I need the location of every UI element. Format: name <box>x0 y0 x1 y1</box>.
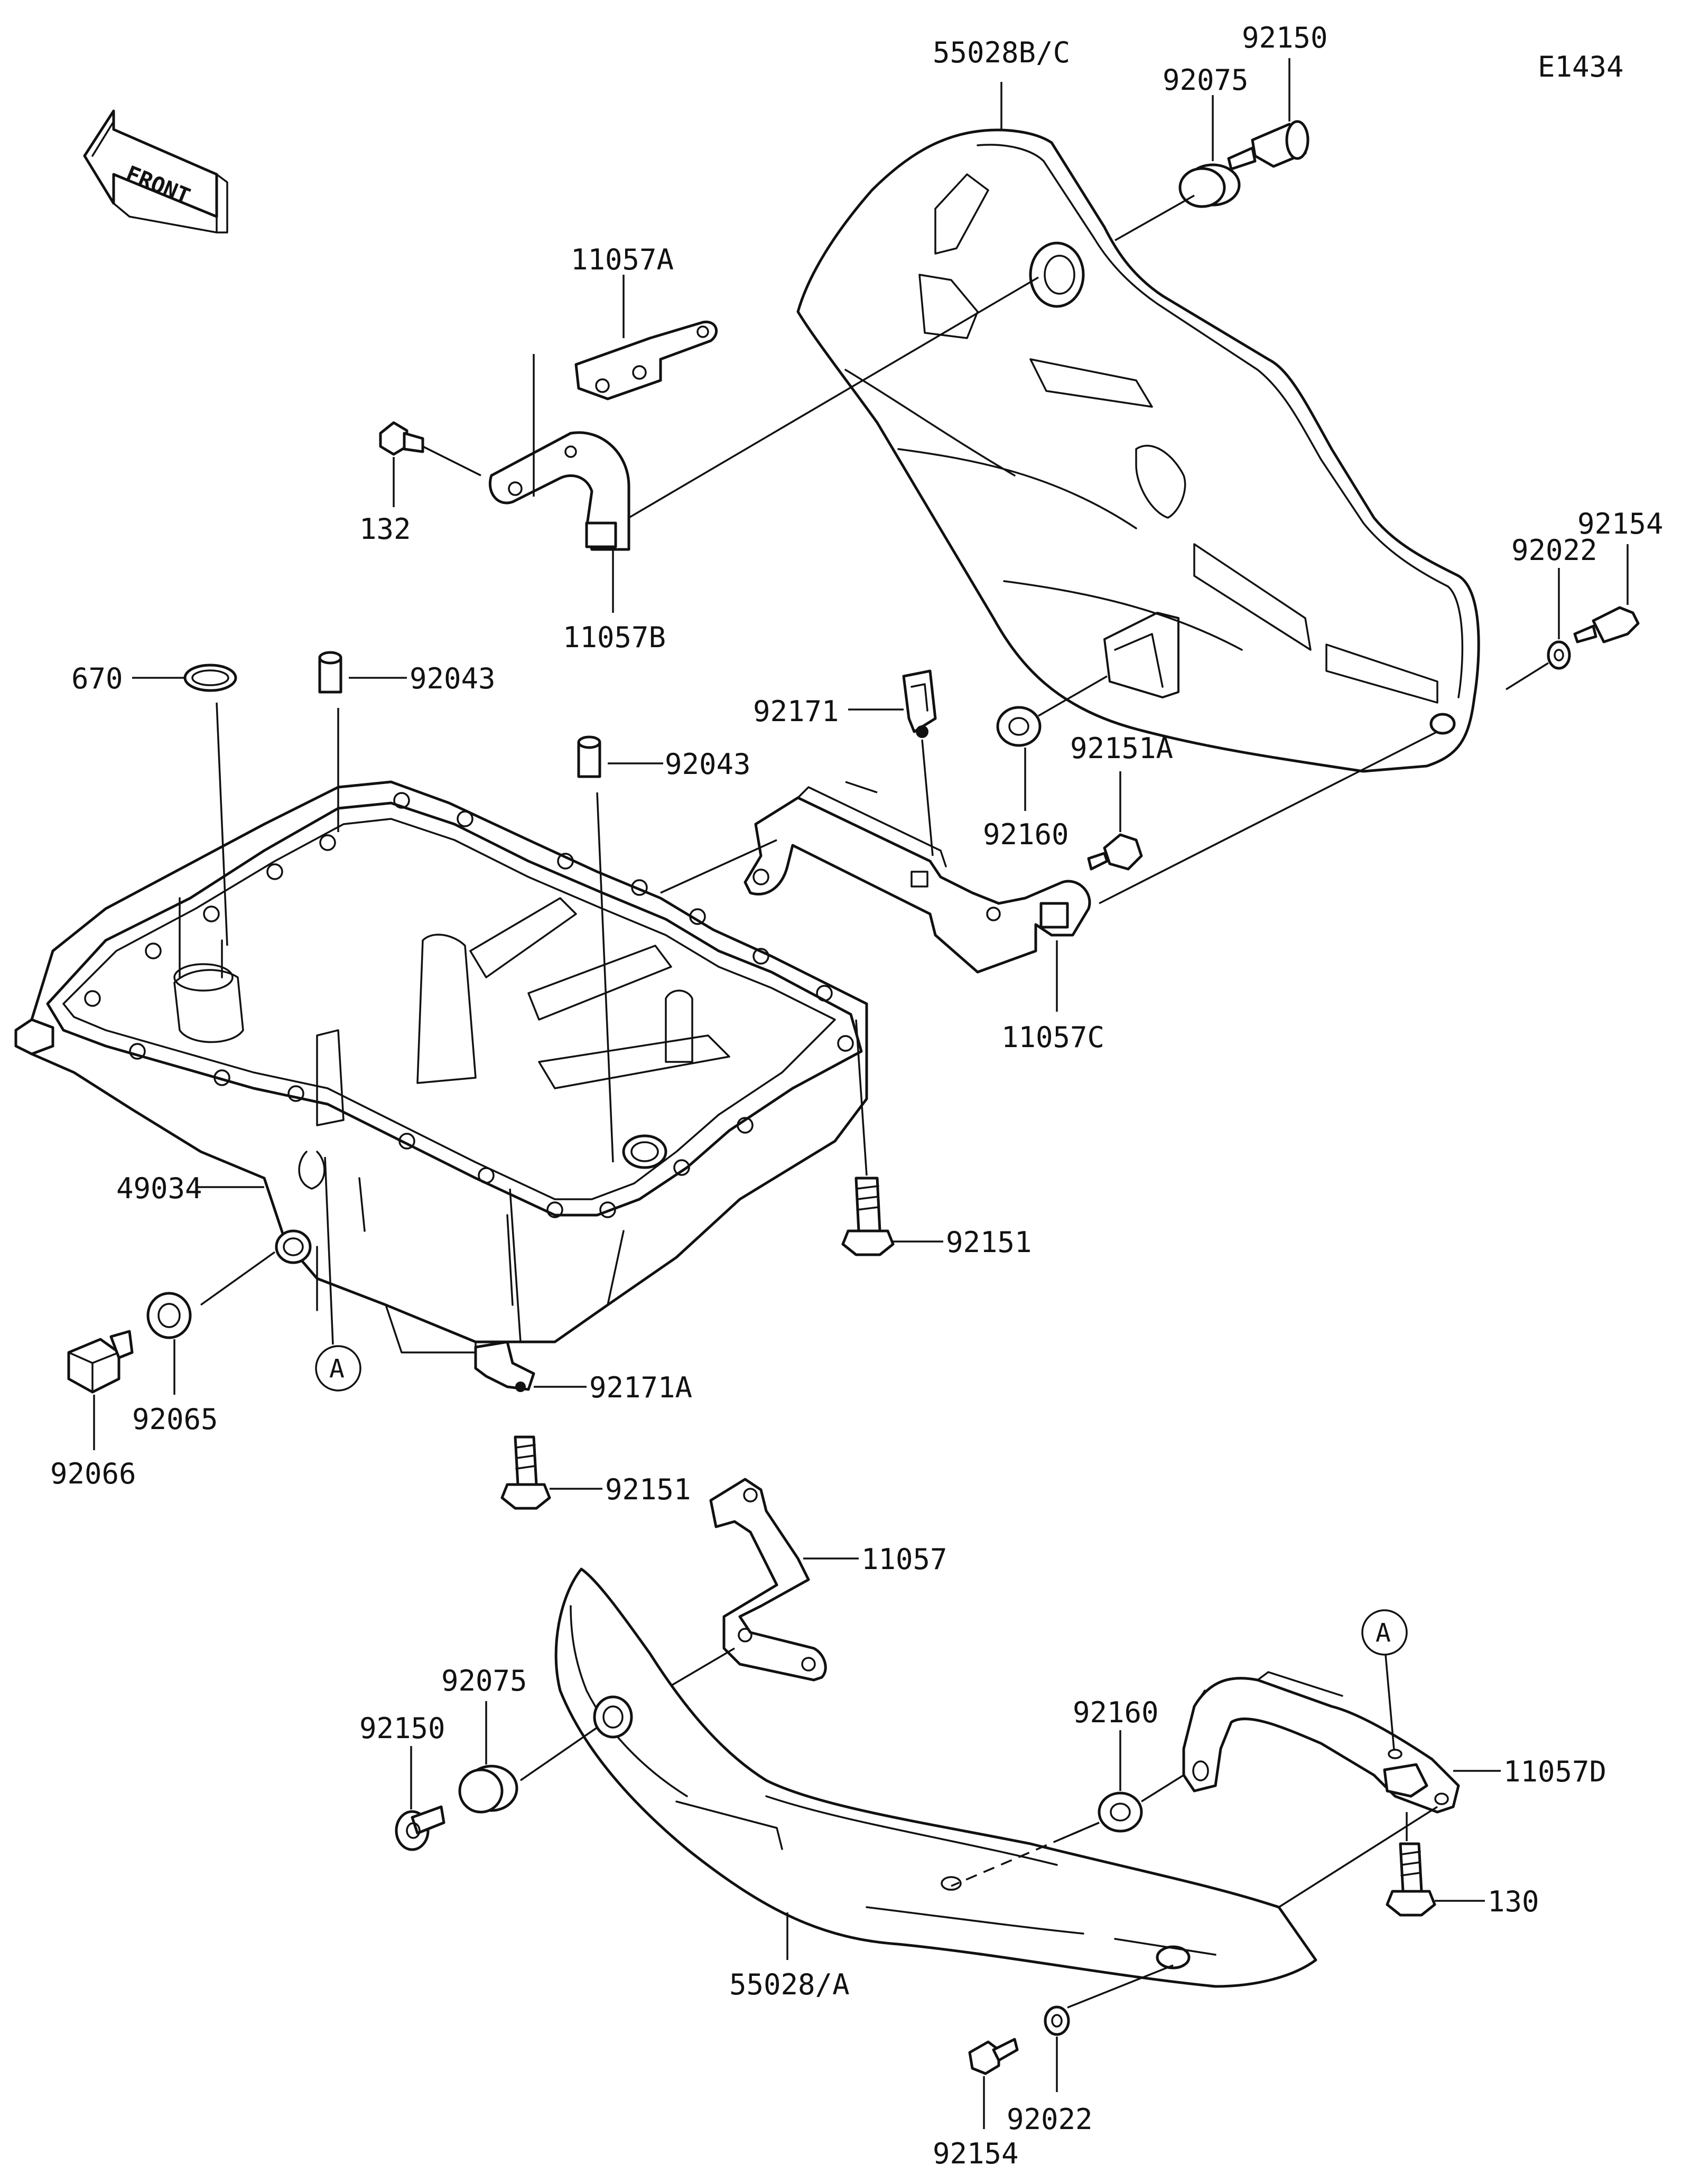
part-label-92160-low: 92160 <box>1073 1696 1159 1729</box>
bracket-11057b <box>488 431 630 551</box>
part-label-92151-low: 92151 <box>605 1473 691 1506</box>
bracket-11057d <box>1182 1671 1460 1814</box>
grommet-92075-low <box>458 1765 518 1814</box>
part-label-92043-left: 92043 <box>410 662 496 695</box>
bolt-92154-low <box>968 2038 1019 2075</box>
front-arrow-icon: FRONT <box>83 109 228 234</box>
bolt-130 <box>1386 1842 1436 1917</box>
part-label-92043-mid: 92043 <box>665 748 751 781</box>
bolt-92150-top <box>1227 120 1309 171</box>
grommet-92160-top <box>996 706 1042 747</box>
part-label-92171a: 92171A <box>589 1371 692 1404</box>
bolt-132 <box>379 421 424 456</box>
part-label-92075-low: 92075 <box>441 1664 527 1697</box>
o-ring-670 <box>183 664 237 692</box>
part-label-92154-top: 92154 <box>1577 507 1664 540</box>
part-label-92022-top: 92022 <box>1511 534 1597 567</box>
part-label-11057c: 11057C <box>1001 1021 1104 1054</box>
clip-92171 <box>902 669 937 738</box>
grommet-92160-low <box>1098 1791 1143 1833</box>
part-label-55028a: 55028/A <box>729 1968 850 2001</box>
ref-mark-a-lower: A <box>1361 1609 1408 1656</box>
part-label-92150-top: 92150 <box>1242 21 1328 54</box>
part-label-92160-top: 92160 <box>983 818 1069 851</box>
diagram-code: E1434 <box>1538 50 1624 83</box>
upper-cover-55028bc <box>796 128 1480 773</box>
part-label-92171: 92171 <box>753 695 839 728</box>
part-label-49034: 49034 <box>116 1172 202 1205</box>
grommet-92075-top <box>1178 163 1241 208</box>
bracket-11057a <box>574 320 718 400</box>
part-label-670: 670 <box>71 662 123 695</box>
part-label-92151-right: 92151 <box>946 1226 1032 1259</box>
bolt-92151-low <box>500 1435 551 1510</box>
bracket-11057 <box>709 1478 827 1682</box>
ref-mark-a-pan: A <box>315 1345 361 1392</box>
part-label-55028bc: 55028B/C <box>933 36 1070 69</box>
part-label-92022-low: 92022 <box>1007 2103 1093 2136</box>
dowel-92043-left <box>318 651 342 694</box>
lower-cover-55028a <box>554 1567 1317 1988</box>
part-label-130: 130 <box>1488 1885 1539 1918</box>
part-label-11057d: 11057D <box>1503 1755 1606 1788</box>
part-label-92065: 92065 <box>132 1403 218 1436</box>
bolt-92151-right <box>841 1177 895 1256</box>
part-label-11057b: 11057B <box>563 621 666 654</box>
washer-92065 <box>146 1292 192 1339</box>
part-label-132: 132 <box>359 512 411 546</box>
part-label-92151a: 92151A <box>1070 732 1173 765</box>
dowel-92043-mid <box>577 735 601 778</box>
oil-pan-49034 <box>14 780 868 1354</box>
part-label-92150-low: 92150 <box>359 1712 445 1745</box>
washer-92022-top <box>1547 640 1571 670</box>
clip-92171a <box>474 1340 535 1392</box>
part-label-11057a: 11057A <box>571 243 674 276</box>
washer-92022-low <box>1044 2005 1070 2036</box>
bracket-11057c <box>744 786 1091 974</box>
svg-text:A: A <box>329 1354 345 1384</box>
bolt-92154-top <box>1573 606 1640 643</box>
part-label-11057: 11057 <box>861 1543 947 1576</box>
drain-bolt-92066 <box>67 1330 134 1394</box>
part-label-92066: 92066 <box>50 1457 136 1490</box>
part-label-92075-top: 92075 <box>1163 63 1249 97</box>
svg-text:A: A <box>1376 1618 1391 1648</box>
part-label-92154-low: 92154 <box>933 2137 1019 2170</box>
bolt-92150-low <box>395 1805 445 1851</box>
bolt-92151a <box>1087 833 1143 871</box>
